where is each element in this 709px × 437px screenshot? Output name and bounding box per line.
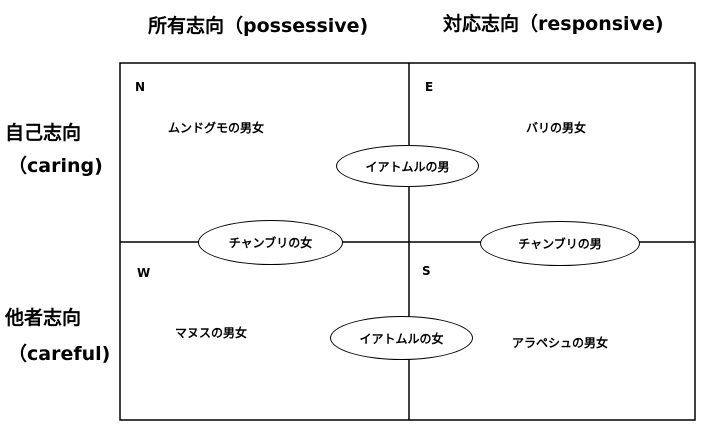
ellipse-tchambuli-woman: チャンブリの女 xyxy=(198,220,343,265)
ellipse-tchambuli-man-label: チャンブリの男 xyxy=(518,237,602,251)
type-bali: バリの男女 xyxy=(526,121,587,135)
header-careful: （careful) xyxy=(8,343,111,365)
header-responsive: 対応志向（responsive) xyxy=(443,13,664,35)
type-arapesh: アラペシュの男女 xyxy=(512,336,609,350)
ellipse-iatmul-woman-label: イアトムルの女 xyxy=(359,331,444,346)
ellipse-tchambuli-man: チャンブリの男 xyxy=(480,221,640,266)
type-mundugumor: ムンドグモの男女 xyxy=(168,121,265,135)
ellipse-iatmul-man-label: イアトムルの男 xyxy=(365,159,450,174)
header-possessive: 所有志向（possessive) xyxy=(148,15,369,37)
ellipse-iatmul-man: イアトムルの男 xyxy=(336,145,479,187)
type-manus: マヌスの男女 xyxy=(175,326,248,340)
ellipse-tchambuli-woman-label: チャンブリの女 xyxy=(228,236,313,250)
quadrant-s-label: S xyxy=(422,264,431,278)
header-caring: （caring) xyxy=(8,155,103,177)
header-self-oriented: 自己志向 xyxy=(5,122,82,144)
header-other-oriented: 他者志向 xyxy=(5,307,82,329)
quadrant-w-label: W xyxy=(137,266,151,280)
quadrant-e-label: E xyxy=(425,80,434,94)
quadrant-n-label: N xyxy=(135,80,146,94)
ellipse-iatmul-woman: イアトムルの女 xyxy=(330,316,473,360)
